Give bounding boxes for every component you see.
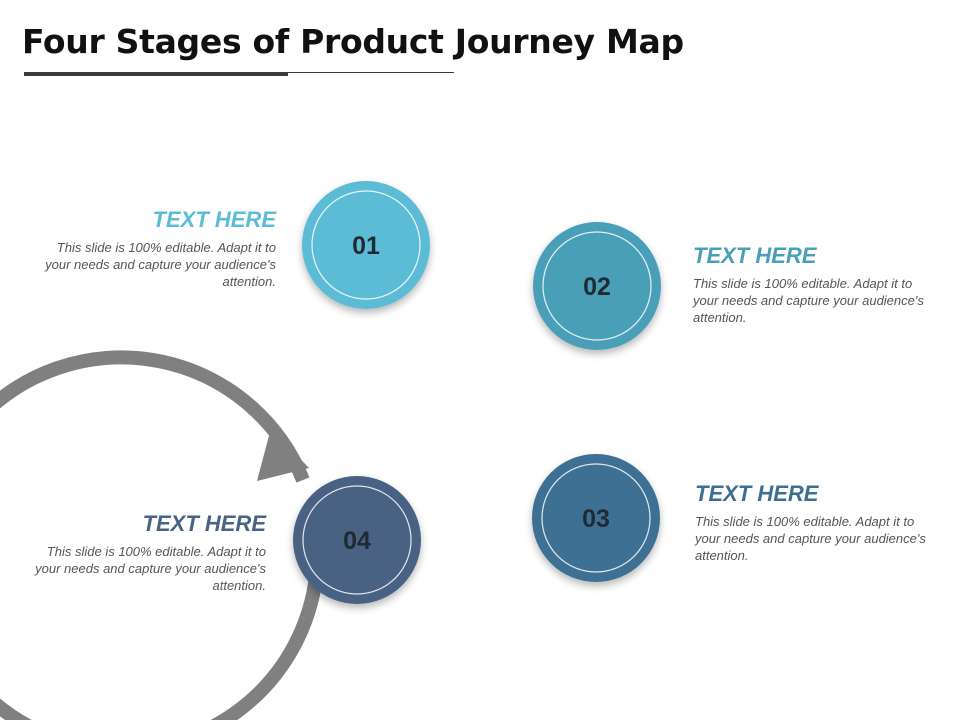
stage-description-02: This slide is 100% editable. Adapt it to… [693,276,924,325]
title-underline-thin [24,72,454,73]
stage-node-01: 01 [302,181,430,309]
stage-heading-03: TEXT HERE [695,481,819,506]
stage-text-04: TEXT HERE This slide is 100% editable. A… [26,511,266,594]
stage-number-04: 04 [343,527,371,555]
slide-title: Four Stages of Product Journey Map [22,22,684,61]
stage-description-03: This slide is 100% editable. Adapt it to… [695,514,926,563]
stage-node-02: 02 [533,222,661,350]
stage-number-01: 01 [352,232,380,260]
stage-number-03: 03 [582,505,610,533]
stage-node-03: 03 [532,454,660,582]
stage-node-04: 04 [293,476,421,604]
stage-text-01: TEXT HERE This slide is 100% editable. A… [36,207,276,290]
stage-number-02: 02 [583,273,611,301]
arrow-head-icon [257,428,309,481]
title-underline-thick [24,72,288,76]
cycle-arrow-path [0,350,325,720]
stage-heading-01: TEXT HERE [152,207,276,232]
stage-description-04: This slide is 100% editable. Adapt it to… [35,544,266,593]
stage-text-03: TEXT HERE This slide is 100% editable. A… [695,481,935,564]
stage-description-01: This slide is 100% editable. Adapt it to… [45,240,276,289]
stage-text-02: TEXT HERE This slide is 100% editable. A… [693,243,933,326]
stage-heading-02: TEXT HERE [693,243,817,268]
stage-heading-04: TEXT HERE [142,511,266,536]
